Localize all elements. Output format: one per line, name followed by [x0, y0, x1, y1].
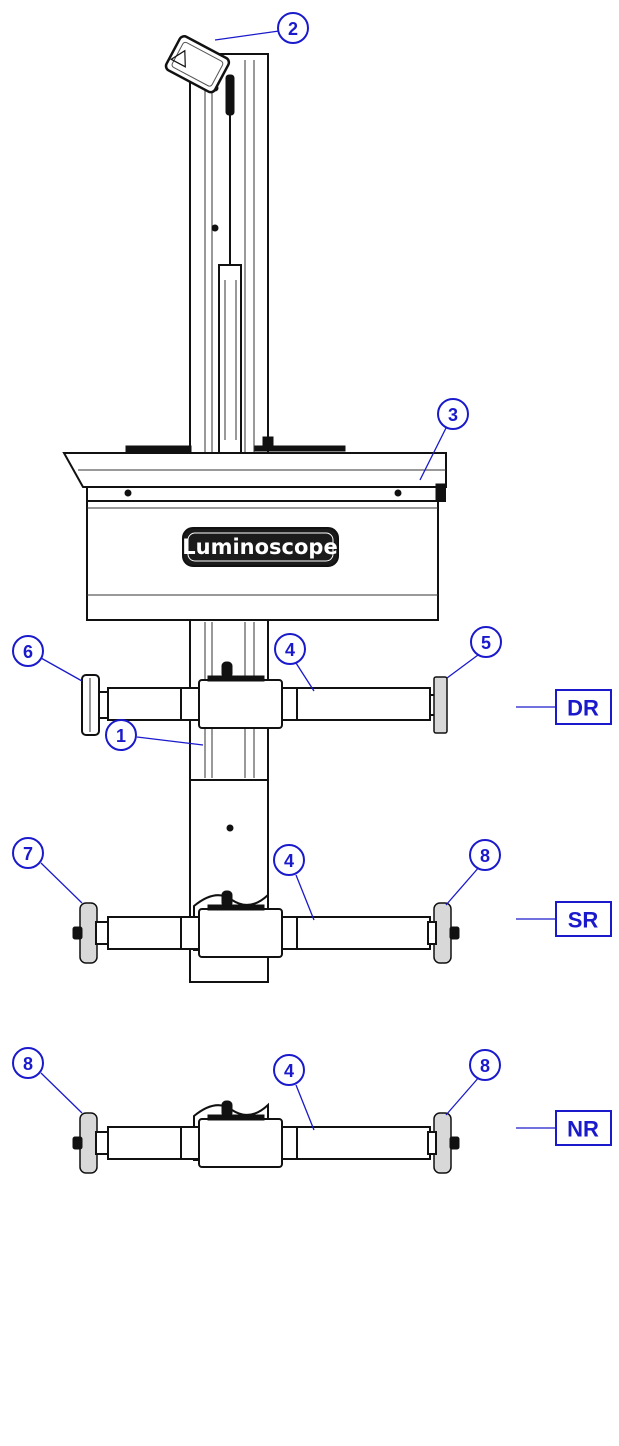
svg-text:3: 3	[448, 405, 458, 425]
svg-text:8: 8	[480, 846, 490, 866]
callout-4-dr: 4	[274, 633, 306, 665]
svg-text:5: 5	[481, 633, 491, 653]
callout-4-nr: 4	[273, 1054, 305, 1086]
label-plate	[164, 35, 231, 94]
callout-7: 7	[12, 837, 44, 869]
svg-text:2: 2	[288, 19, 298, 39]
callout-2: 2	[277, 12, 309, 44]
base-sr	[72, 890, 460, 964]
variant-nr: NR	[555, 1110, 612, 1146]
svg-text:NR: NR	[567, 1117, 599, 1142]
leader-lines	[40, 30, 556, 1131]
callout-8-sr: 8	[469, 839, 501, 871]
variant-sr: SR	[555, 901, 612, 937]
svg-text:4: 4	[285, 640, 295, 660]
variant-dr: DR	[555, 689, 612, 725]
svg-text:1: 1	[116, 726, 126, 746]
callout-1: 1	[105, 719, 137, 751]
svg-text:8: 8	[23, 1054, 33, 1074]
callout-6: 6	[12, 635, 44, 667]
svg-text:6: 6	[23, 642, 33, 662]
callout-3: 3	[437, 398, 469, 430]
logo-text: Luminoscope	[182, 535, 337, 559]
callout-8-nr-left: 8	[12, 1047, 44, 1079]
svg-text:4: 4	[284, 1061, 294, 1081]
head-housing: Luminoscope	[62, 436, 447, 621]
svg-text:SR: SR	[568, 908, 599, 933]
callout-5: 5	[470, 626, 502, 658]
upper-column	[189, 53, 269, 455]
base-dr	[81, 619, 448, 983]
svg-text:7: 7	[23, 844, 33, 864]
svg-text:8: 8	[480, 1056, 490, 1076]
svg-text:4: 4	[284, 851, 294, 871]
callout-8-nr-right: 8	[469, 1049, 501, 1081]
callout-4-sr: 4	[273, 844, 305, 876]
svg-text:DR: DR	[567, 696, 599, 721]
base-nr	[72, 1100, 460, 1174]
